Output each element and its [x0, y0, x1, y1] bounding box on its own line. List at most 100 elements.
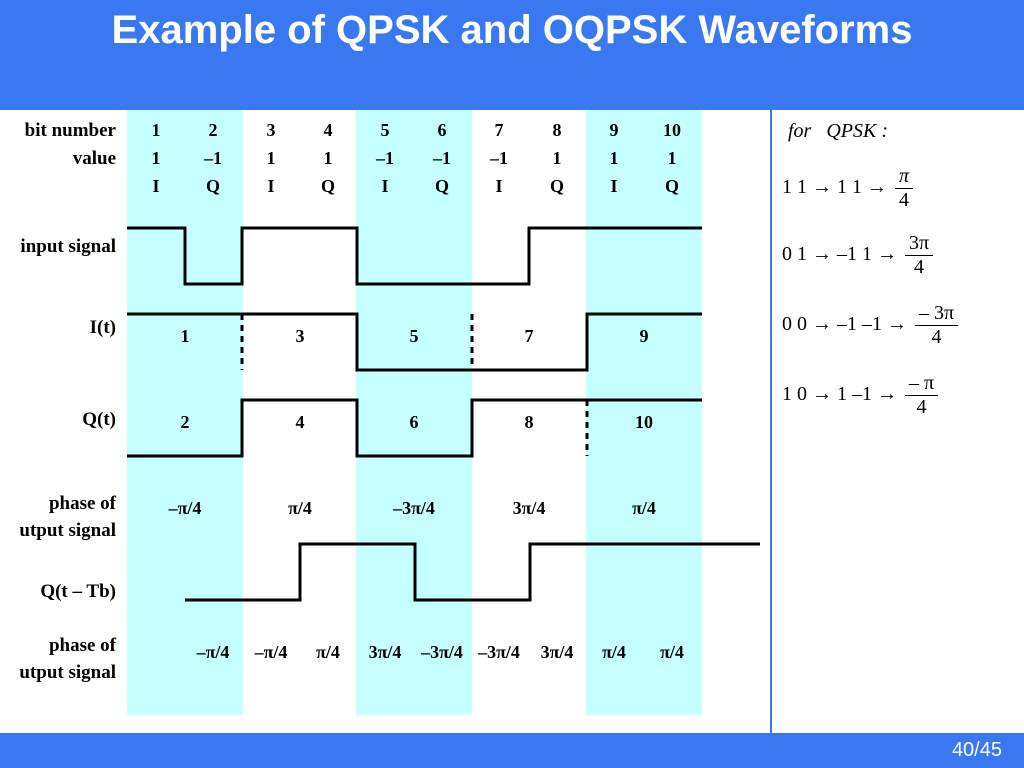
row-label-phase-qpsk-1: phase of	[49, 493, 117, 514]
bit-value-2: –1	[203, 148, 222, 168]
oqpsk-phase-1: –π/4	[196, 642, 230, 662]
bit-value-10: 1	[668, 148, 677, 168]
qpsk-phase-4: 3π/4	[513, 498, 546, 518]
q-t-symbol-label-3: 6	[410, 412, 419, 432]
bit-number-1: 1	[152, 120, 161, 140]
bit-value-1: 1	[152, 148, 161, 168]
row-label-phase-qpsk-2: utput signal	[19, 520, 116, 541]
formula-row-2-fraction: 3π 4	[905, 232, 934, 279]
q-t-symbol-label-1: 2	[181, 412, 190, 432]
band-bits-5-6	[356, 110, 472, 715]
bit-number-2: 2	[209, 120, 218, 140]
bit-channel-4: Q	[321, 176, 335, 196]
bit-channel-5: I	[381, 176, 388, 196]
formula-row-4-fraction: – π 4	[905, 372, 939, 419]
bit-value-3: 1	[267, 148, 276, 168]
formula-row-2-mapping: 0 1 → –1 1 →	[782, 243, 897, 266]
qpsk-phase-1: –π/4	[168, 498, 202, 518]
bit-channel-10: Q	[665, 176, 679, 196]
qpsk-phase-5: π/4	[632, 498, 656, 518]
page-number: 40/45	[951, 739, 1002, 761]
row-label-phase-oqpsk-2: utput signal	[19, 662, 116, 683]
formula-row-2: 0 1 → –1 1 → 3π 4	[782, 232, 934, 279]
formula-row-1-mapping: 1 1 → 1 1 →	[782, 176, 887, 199]
bit-number-4: 4	[324, 120, 333, 140]
formula-row-3: 0 0 → –1 –1 → – 3π 4	[782, 302, 959, 349]
row-label-i-t: I(t)	[90, 317, 116, 338]
right-blank	[702, 110, 768, 715]
oqpsk-phase-5: –3π/4	[420, 642, 463, 662]
bit-number-10: 10	[663, 120, 681, 140]
q-t-waveform	[127, 398, 702, 458]
band-bits-1-2	[127, 110, 243, 715]
bit-channel-3: I	[267, 176, 274, 196]
q-t-symbol-label-2: 4	[296, 412, 305, 432]
slide-title: Example of QPSK and OQPSK Waveforms	[111, 8, 913, 52]
i-t-symbol-label-2: 3	[296, 326, 305, 346]
i-t-symbol-label-1: 1	[181, 326, 190, 346]
formula-row-4-denominator: 4	[916, 396, 927, 418]
i-t-symbol-label-4: 7	[525, 326, 534, 346]
waveform-svg: bit number value input signal I(t) Q(t) …	[19, 110, 768, 715]
q-t-symbol-label-4: 8	[525, 412, 534, 432]
formula-header: for QPSK :	[788, 120, 888, 142]
title-bar: Example of QPSK and OQPSK Waveforms	[0, 0, 1024, 110]
i-t-symbol-label-5: 9	[640, 326, 649, 346]
input-signal-waveform	[127, 226, 702, 286]
oqpsk-phase-8: π/4	[602, 642, 626, 662]
q-t-symbol-label-5: 10	[635, 412, 653, 432]
row-label-bit-number: bit number	[25, 120, 117, 141]
bit-channel-9: I	[610, 176, 617, 196]
bit-value-8: 1	[553, 148, 562, 168]
formula-row-2-denominator: 4	[914, 256, 925, 278]
bit-number-7: 7	[495, 120, 504, 140]
bit-value-7: –1	[489, 148, 508, 168]
bit-value-5: –1	[375, 148, 394, 168]
bit-value-4: 1	[324, 148, 333, 168]
formula-row-4: 1 0 → 1 –1 → – π 4	[782, 372, 939, 419]
qpsk-formula-panel: for QPSK : 1 1 → 1 1 → π 4 0 1 → –1 1 → …	[770, 110, 1024, 733]
bit-number-5: 5	[381, 120, 390, 140]
bit-value-6: –1	[432, 148, 451, 168]
bit-channel-6: Q	[435, 176, 449, 196]
formula-row-1-denominator: 4	[899, 189, 910, 211]
row-label-value: value	[73, 148, 116, 169]
formula-row-3-numerator: – 3π	[915, 302, 959, 326]
qpsk-phase-3: –3π/4	[392, 498, 435, 518]
row-label-input-signal: input signal	[20, 236, 116, 257]
waveform-diagram: bit number value input signal I(t) Q(t) …	[0, 110, 770, 733]
formula-row-1-numerator: π	[895, 165, 914, 189]
formula-row-4-mapping: 1 0 → 1 –1 →	[782, 383, 897, 406]
bit-channel-7: I	[495, 176, 502, 196]
qpsk-phase-2: π/4	[288, 498, 312, 518]
row-label-q-t: Q(t)	[82, 409, 116, 430]
oqpsk-phase-6: –3π/4	[477, 642, 520, 662]
bit-number-6: 6	[438, 120, 447, 140]
oqpsk-phase-9: π/4	[660, 642, 684, 662]
i-t-waveform	[127, 312, 702, 372]
footer-bar: 40/45	[0, 733, 1024, 768]
formula-row-1-fraction: π 4	[895, 165, 914, 212]
band-bits-9-10	[586, 110, 702, 715]
formula-row-2-numerator: 3π	[905, 232, 934, 256]
oqpsk-phase-7: 3π/4	[541, 642, 574, 662]
bit-number-8: 8	[553, 120, 562, 140]
row-label-phase-oqpsk-1: phase of	[49, 635, 117, 656]
formula-row-3-denominator: 4	[931, 326, 942, 348]
bit-number-3: 3	[267, 120, 276, 140]
formula-row-4-numerator: – π	[905, 372, 939, 396]
i-t-symbol-label-3: 5	[410, 326, 419, 346]
row-label-q-delayed: Q(t – Tb)	[40, 581, 116, 602]
oqpsk-phase-3: π/4	[316, 642, 340, 662]
bit-channel-2: Q	[206, 176, 220, 196]
q-delayed-waveform	[185, 542, 760, 602]
oqpsk-phase-2: –π/4	[254, 642, 288, 662]
bit-value-9: 1	[610, 148, 619, 168]
bit-channel-1: I	[152, 176, 159, 196]
formula-row-3-mapping: 0 0 → –1 –1 →	[782, 313, 907, 336]
oqpsk-phase-4: 3π/4	[369, 642, 402, 662]
bit-number-9: 9	[610, 120, 619, 140]
formula-row-3-fraction: – 3π 4	[915, 302, 959, 349]
bit-channel-8: Q	[550, 176, 564, 196]
formula-row-1: 1 1 → 1 1 → π 4	[782, 165, 914, 212]
